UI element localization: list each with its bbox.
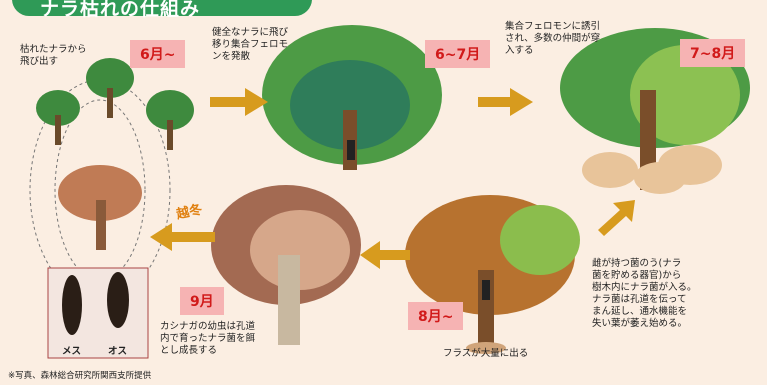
photo-credit: ※写真、森林総合研究所関西支所提供 xyxy=(8,371,152,381)
stage2-label: 6~7月 xyxy=(425,40,491,68)
stage5-text: カシナガの幼虫は孔道 内で育ったナラ菌を餌 とし成長する xyxy=(160,321,256,356)
flow-arrows xyxy=(150,88,635,269)
diagram-title: ナラ枯れの仕組み xyxy=(40,0,201,20)
stage4-text: フラスが大量に出る xyxy=(443,348,529,359)
stage2-art xyxy=(262,25,442,170)
female-label: メス xyxy=(62,346,82,357)
stage2-text: 健全なナラに飛び 移り集合フェロモ ンを発散 xyxy=(212,27,289,62)
stage3-text: 集合フェロモンに誘引 され、多数の仲間が穿 入する xyxy=(505,21,601,56)
beetle-photo xyxy=(47,267,149,359)
title-banner xyxy=(12,0,312,16)
stage1-text: 枯れたナラから 飛び出す xyxy=(20,44,87,67)
stage5-label: 9月 xyxy=(180,287,224,315)
stage5-art xyxy=(211,185,361,345)
fungus-text: 雌が持つ菌のう(ナラ 菌を貯める器官)から 樹木内にナラ菌が入る。 ナラ菌は孔道… xyxy=(592,258,697,329)
stage1-label: 6月~ xyxy=(130,40,186,68)
stage4-art xyxy=(405,195,580,354)
stage3-label: 7~8月 xyxy=(680,39,746,67)
male-label: オス xyxy=(108,346,128,357)
stage4-label: 8月~ xyxy=(408,302,464,330)
stage1-art xyxy=(29,58,194,301)
